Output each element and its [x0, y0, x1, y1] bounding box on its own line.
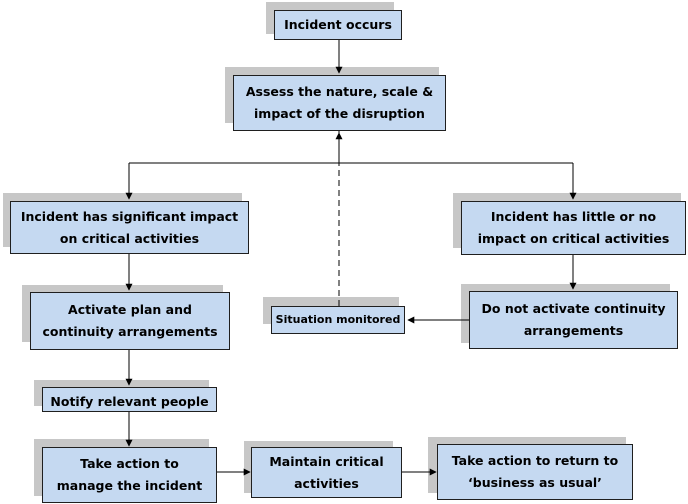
significant-impact-node: Incident has significant impact on criti… — [10, 201, 249, 254]
activate-plan-node: Activate plan and continuity arrangement… — [30, 292, 230, 350]
little-impact-node: Incident has little or no impact on crit… — [461, 201, 686, 255]
maintain-node: Maintain critical activities — [251, 447, 402, 498]
take-action-node: Take action to manage the incident — [42, 447, 217, 503]
assess-node: Assess the nature, scale & impact of the… — [233, 75, 446, 131]
do-not-activate-node: Do not activate continuity arrangements — [469, 291, 678, 349]
return-bau-node: Take action to return to ‘business as us… — [437, 444, 633, 500]
incident-occurs-node: Incident occurs — [274, 10, 402, 40]
situation-monitored-node: Situation monitored — [271, 306, 405, 334]
notify-node: Notify relevant people — [42, 387, 217, 412]
